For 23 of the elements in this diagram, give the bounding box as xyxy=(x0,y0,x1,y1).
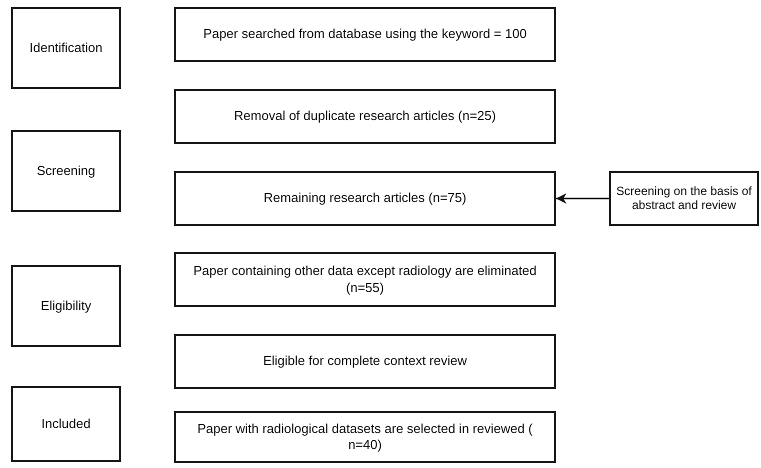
box-text: Included xyxy=(41,416,91,432)
box-text: Remaining research articles (n=75) xyxy=(264,190,466,207)
arrow xyxy=(556,193,609,204)
process-box xyxy=(174,171,556,226)
box-text: Screening on the basis of abstract and review xyxy=(615,184,753,212)
process-box xyxy=(174,89,556,144)
box-text: Identification xyxy=(30,40,102,56)
process-box xyxy=(174,7,556,62)
stage-label-box xyxy=(11,130,121,212)
side-note-box xyxy=(609,171,759,226)
stage-label-box xyxy=(11,386,121,462)
box-text: Paper containing other data except radiology are eliminated (n=55) xyxy=(192,263,538,296)
process-box xyxy=(174,411,556,463)
box-text: Paper searched from database using the keyword = 100 xyxy=(203,26,527,43)
stage-label-box xyxy=(11,7,121,89)
process-box xyxy=(174,252,556,307)
box-text: Paper with radiological datasets are selected in reviewed ( n=40) xyxy=(196,420,534,454)
box-text: Eligible for complete context review xyxy=(263,353,467,370)
box-text: Removal of duplicate research articles (n=25) xyxy=(234,108,496,125)
box-text: Eligibility xyxy=(40,298,92,314)
box-text: Screening xyxy=(36,162,96,180)
stage-label-box xyxy=(11,265,121,347)
process-box xyxy=(174,334,556,389)
